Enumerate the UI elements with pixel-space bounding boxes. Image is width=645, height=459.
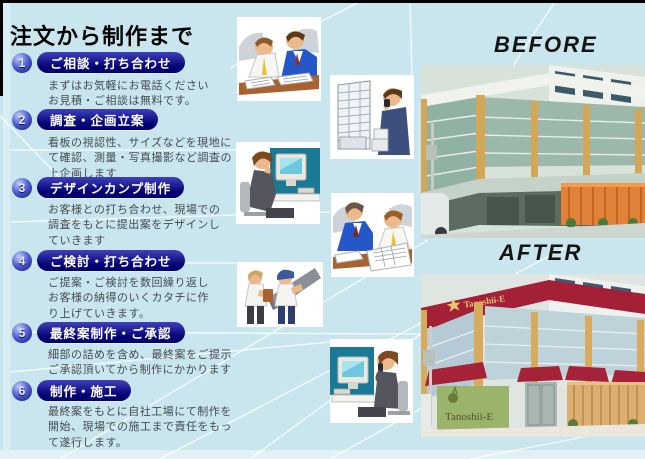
after-label: AFTER [499,240,583,265]
bottom-accent-strip [0,450,645,459]
step-6-description: 最終案をもとに自社工場にて制作を 開始、現場での施工まで責任をもっ て遂行します… [48,406,232,449]
step-2-number-badge: 2 [12,110,32,130]
step-3-number-badge: 3 [12,178,32,198]
review-meeting-illustration [331,193,414,277]
before-label: BEFORE [494,32,598,57]
top-border [0,0,645,3]
step-5-description: 細部の詰めを含め、最終案をご提示 ご承認頂いてから制作にかかります [48,349,232,377]
step-2-description: 看板の視認性、サイズなどを現地に て確認、測量・写真撮影など調査の 上企画します [48,137,232,180]
after-photo: Tanoshii-E Tanoshii-E [421,274,645,442]
design-comp-illustration [236,142,320,224]
sign-carry-illustration [237,262,323,327]
step-3-label: デザインカンプ制作 [37,177,185,198]
step-4-number-badge: 4 [12,251,32,271]
step-6-number-badge: 6 [12,381,32,401]
step-1-description: まずはお気軽にお電話ください お見積・ご相談は無料です。 [48,80,209,108]
step-1-label: ご相談・打ち合わせ [37,52,185,73]
left-border [0,0,3,96]
step-2-label: 調査・企画立案 [37,109,158,130]
step-1-number-badge: 1 [12,53,32,73]
left-accent-strip [3,3,10,450]
step-4-description: ご提案・ご検討を数回繰り返し お客様の納得のいくカタチに作 り上げていきます。 [48,277,209,320]
step-6-label: 制作・施工 [37,380,131,401]
phone-confirm-illustration [330,339,413,423]
step-5-label: 最終案制作・ご承認 [37,322,185,343]
step-4-label: ご検討・打ち合わせ [37,250,185,271]
consultation-illustration [237,17,321,101]
before-photo [415,65,645,243]
step-3-description: お客様との打ち合わせ、現場での 調査をもとに提出案をデザインし ていきます [48,204,221,247]
step-5-number-badge: 5 [12,323,32,343]
site-survey-illustration [330,75,414,159]
page-title: 注文から制作まで [10,23,195,49]
after-green-sign-text: Tanoshii-E [445,411,493,423]
